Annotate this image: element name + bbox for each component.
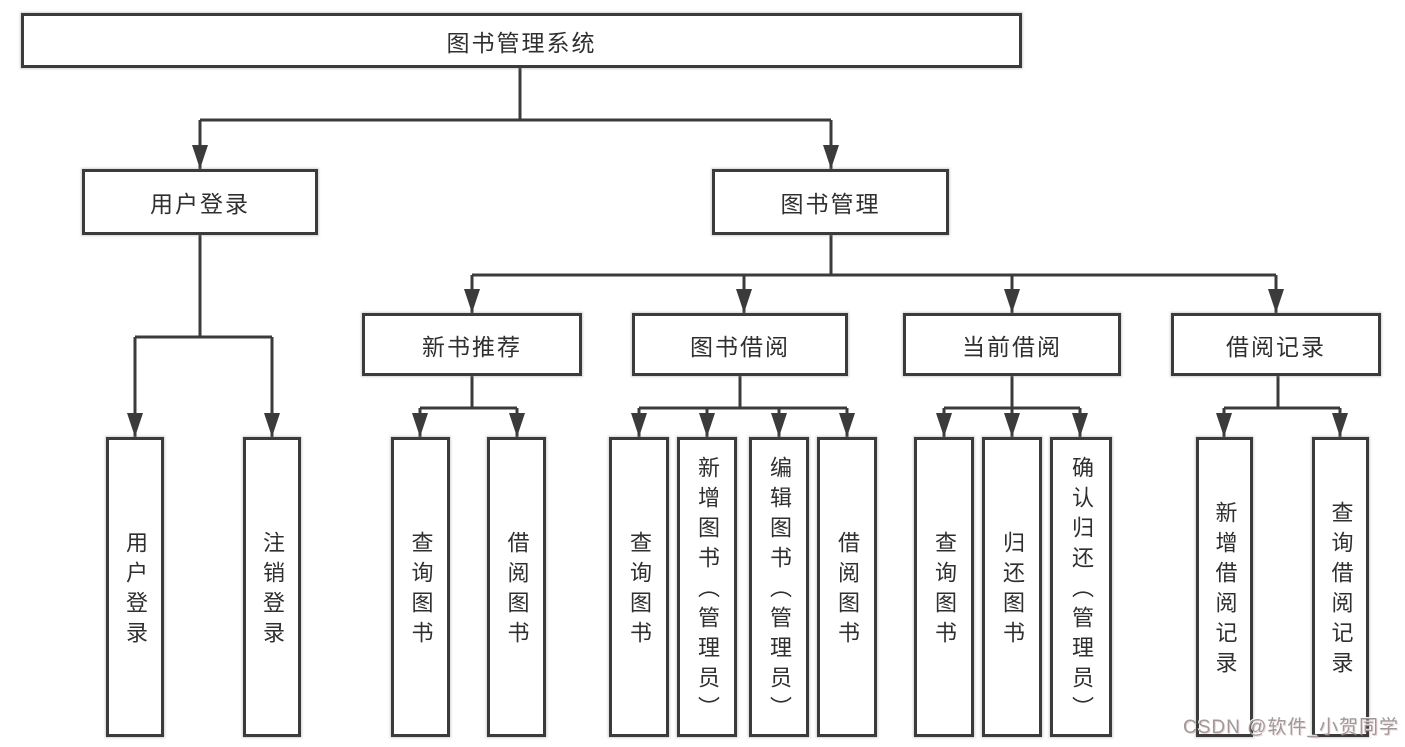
node-system-root: 图书管理系统 <box>21 13 1022 68</box>
leaf-label: 查询图书 <box>627 531 652 651</box>
leaf-borrow-books-recommend: 借阅图书 <box>487 437 546 737</box>
leaf-borrow-books-borrowing: 借阅图书 <box>817 437 877 737</box>
connector-new-book-recommend-to-leaves <box>418 376 519 437</box>
connector-book-management-to-level3 <box>470 235 1278 313</box>
leaf-label: 用户登录 <box>123 531 148 651</box>
node-user-login: 用户登录 <box>82 169 318 235</box>
connector-borrowing-records-to-leaves <box>1222 376 1342 437</box>
node-label: 新书推荐 <box>422 333 522 360</box>
leaf-query-books-recommend: 查询图书 <box>391 437 450 737</box>
leaf-add-borrow-record: 新增借阅记录 <box>1196 437 1253 737</box>
node-book-management: 图书管理 <box>712 169 949 235</box>
node-label: 当前借阅 <box>962 333 1062 360</box>
leaf-query-books-current: 查询图书 <box>914 437 974 737</box>
node-label: 图书管理系统 <box>446 29 597 56</box>
leaf-label: 确认归还（管理员） <box>1069 456 1094 726</box>
node-label: 图书管理 <box>780 191 881 217</box>
node-label: 借阅记录 <box>1226 333 1326 360</box>
node-current-borrowing: 当前借阅 <box>903 313 1121 376</box>
leaf-query-borrow-record: 查询借阅记录 <box>1312 437 1369 737</box>
leaf-label: 借阅图书 <box>504 531 530 651</box>
leaf-label: 注销登录 <box>260 531 285 651</box>
leaf-confirm-return-admin: 确认归还（管理员） <box>1050 437 1112 737</box>
leaf-label: 新增借阅记录 <box>1212 501 1238 681</box>
leaf-label: 查询借阅记录 <box>1328 501 1354 681</box>
connector-book-borrowing-to-leaves <box>637 376 849 437</box>
node-book-borrowing: 图书借阅 <box>632 313 848 376</box>
leaf-edit-book-admin: 编辑图书（管理员） <box>749 437 809 737</box>
node-label: 用户登录 <box>150 191 250 217</box>
connector-user-login-to-leaves <box>133 235 274 437</box>
leaf-label: 归还图书 <box>1000 531 1025 651</box>
node-label: 图书借阅 <box>690 333 790 360</box>
leaf-user-login: 用户登录 <box>106 437 164 737</box>
leaf-logout: 注销登录 <box>243 437 301 737</box>
leaf-label: 新增图书（管理员） <box>695 456 720 726</box>
leaf-label: 借阅图书 <box>835 531 860 651</box>
leaf-return-books: 归还图书 <box>982 437 1042 737</box>
connector-root-to-level2 <box>198 68 833 169</box>
leaf-add-book-admin: 新增图书（管理员） <box>677 437 737 737</box>
leaf-label: 编辑图书（管理员） <box>767 456 792 726</box>
node-new-book-recommend: 新书推荐 <box>362 313 582 376</box>
leaf-label: 查询图书 <box>932 531 957 651</box>
node-borrowing-records: 借阅记录 <box>1171 313 1381 376</box>
leaf-label: 查询图书 <box>408 531 434 651</box>
leaf-query-books-borrowing: 查询图书 <box>609 437 669 737</box>
csdn-watermark: CSDN @软件_小贺同学 <box>1183 717 1399 738</box>
